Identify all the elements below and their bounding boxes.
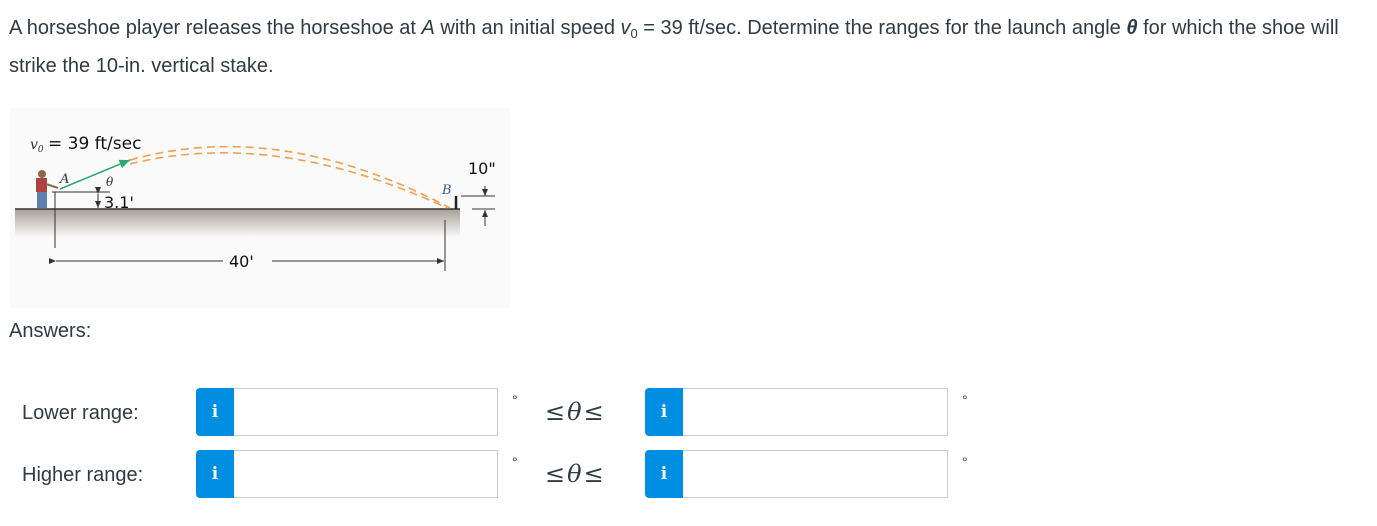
question-part: with an initial speed — [434, 17, 621, 39]
height-label: 3.1' — [104, 193, 134, 212]
lower-range-max-input[interactable] — [683, 388, 948, 436]
horseshoe-diagram: v0 = 39 ft/sec A θ 3.1' B 10" 40' — [15, 134, 496, 271]
lower-range-label: Lower range: — [22, 402, 139, 424]
lower-range-min-input[interactable] — [234, 388, 498, 436]
info-icon[interactable]: i — [196, 388, 234, 436]
lower-range-max-group: i — [645, 388, 948, 436]
question-text: A horseshoe player releases the horsesho… — [9, 12, 1369, 82]
label-theta: θ — [106, 175, 114, 189]
info-icon[interactable]: i — [196, 450, 234, 498]
theta-symbol: θ — [1126, 17, 1138, 39]
point-a-label: A — [421, 17, 435, 39]
degree-unit: ° — [962, 392, 968, 408]
degree-unit: ° — [962, 454, 968, 470]
answers-heading: Answers: — [9, 320, 92, 342]
question-part: for which the shoe will strike the 10-in… — [9, 17, 1339, 77]
velocity-subscript: 0 — [630, 26, 638, 41]
v0-symbol: v0 — [30, 137, 44, 155]
degree-unit: ° — [512, 392, 518, 408]
lower-range-row: Lower range: i ° ≤θ≤ i ° — [0, 388, 1377, 438]
higher-range-row: Higher range: i ° ≤θ≤ i ° — [0, 450, 1377, 500]
leq-symbol: ≤ — [583, 398, 606, 426]
player-figure — [36, 170, 59, 208]
label-a: A — [59, 172, 69, 187]
problem-figure: v0 = 39 ft/sec A θ 3.1' B 10" 40' — [10, 108, 510, 308]
velocity-arrow — [59, 159, 131, 190]
question-part: = 39 ft/sec. Determine the ranges for th… — [637, 17, 1127, 39]
label-b: B — [441, 183, 452, 198]
velocity-symbol: v — [620, 17, 631, 39]
v0-value: = 39 ft/sec — [48, 134, 141, 154]
question-part: A horseshoe player releases the horsesho… — [9, 17, 422, 39]
leq-symbol: ≤ — [545, 460, 568, 488]
ground — [15, 209, 460, 237]
higher-range-label: Higher range: — [22, 464, 144, 486]
trajectory-low — [129, 152, 448, 209]
higher-range-min-input[interactable] — [234, 450, 498, 498]
higher-range-max-group: i — [645, 450, 948, 498]
lower-range-min-group: i — [196, 388, 498, 436]
higher-range-min-group: i — [196, 450, 498, 498]
trajectory-high — [129, 145, 451, 209]
stake-height-label: 10" — [468, 159, 496, 178]
inequality: ≤θ≤ — [545, 398, 606, 426]
distance-label: 40' — [229, 252, 254, 271]
leq-symbol: ≤ — [545, 398, 568, 426]
leq-symbol: ≤ — [583, 460, 606, 488]
inequality: ≤θ≤ — [545, 460, 606, 488]
theta-symbol: θ — [567, 398, 584, 426]
higher-range-max-input[interactable] — [683, 450, 948, 498]
theta-symbol: θ — [567, 460, 584, 488]
info-icon[interactable]: i — [645, 450, 683, 498]
info-icon[interactable]: i — [645, 388, 683, 436]
degree-unit: ° — [512, 454, 518, 470]
